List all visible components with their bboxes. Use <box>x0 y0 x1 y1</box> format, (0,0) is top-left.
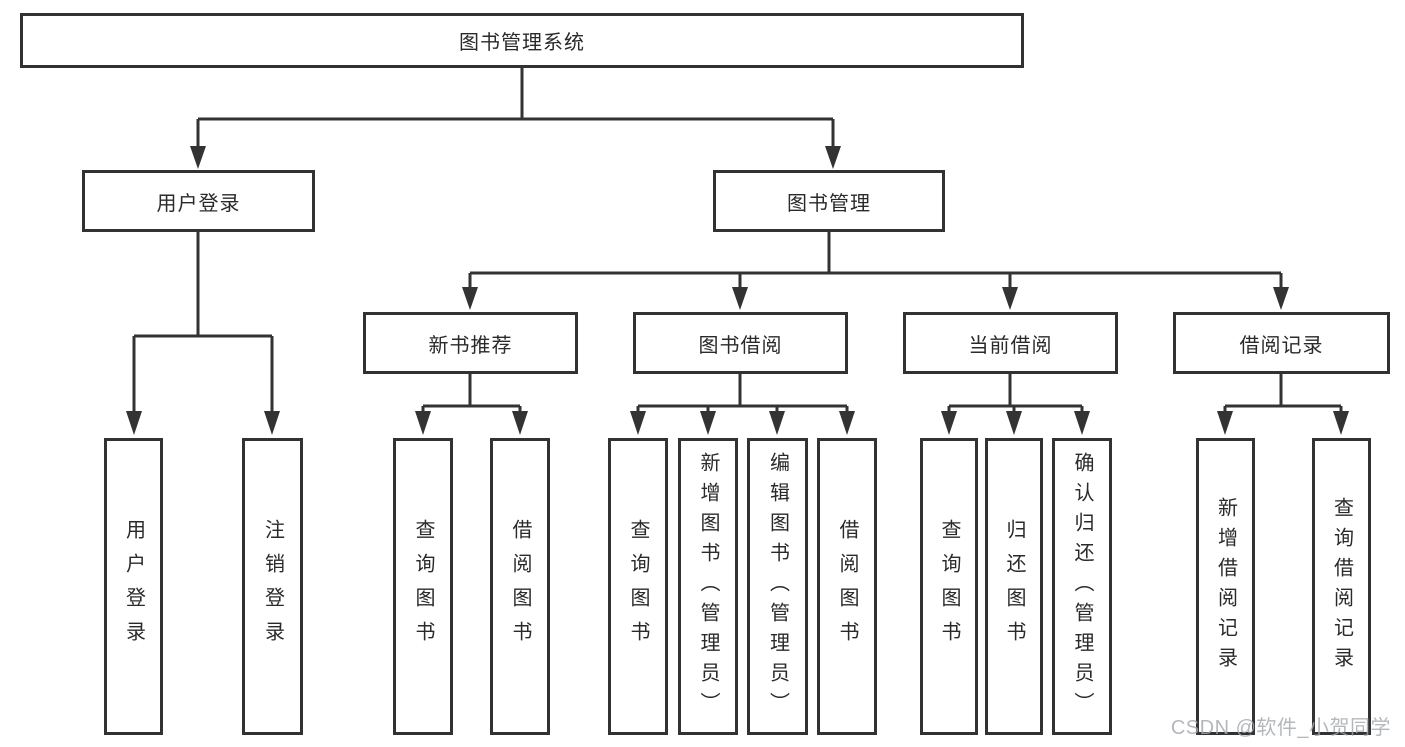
leaf-bb-borrow-books: 借阅图书 <box>817 438 877 735</box>
leaf-nbr-borrow-books-label: 借阅图书 <box>509 518 531 655</box>
node-borrow-records-label: 借阅记录 <box>1239 334 1324 357</box>
node-current-borrow: 当前借阅 <box>903 312 1118 374</box>
leaf-nbr-query-books: 查询图书 <box>393 438 453 735</box>
leaf-cb-return-books-label: 归还图书 <box>1003 518 1025 655</box>
leaf-bb-edit-books-admin: 编辑图书（管理员） <box>747 438 808 735</box>
leaf-bb-add-books-admin-label: 新增图书（管理员） <box>697 451 719 722</box>
leaf-logout-label: 注销登录 <box>261 518 284 655</box>
leaf-br-query-record: 查询借阅记录 <box>1312 438 1371 735</box>
node-book-management-label: 图书管理 <box>787 192 871 215</box>
leaf-cb-query-books-label: 查询图书 <box>938 518 960 655</box>
leaf-logout: 注销登录 <box>242 438 303 735</box>
node-book-management: 图书管理 <box>713 170 945 232</box>
leaf-cb-query-books: 查询图书 <box>920 438 978 735</box>
node-user-login: 用户登录 <box>82 170 315 232</box>
leaf-user-login-label: 用户登录 <box>122 518 145 655</box>
node-book-borrow: 图书借阅 <box>633 312 848 374</box>
leaf-nbr-query-books-label: 查询图书 <box>412 518 434 655</box>
leaf-bb-borrow-books-label: 借阅图书 <box>836 518 858 655</box>
leaf-bb-add-books-admin: 新增图书（管理员） <box>678 438 738 735</box>
leaf-bb-query-books-label: 查询图书 <box>627 518 649 655</box>
node-new-book-recommend-label: 新书推荐 <box>428 334 513 357</box>
leaf-cb-confirm-return-admin: 确认归还（管理员） <box>1052 438 1112 735</box>
node-new-book-recommend: 新书推荐 <box>363 312 578 374</box>
leaf-br-add-record-label: 新增借阅记录 <box>1214 496 1237 677</box>
node-root-label: 图书管理系统 <box>459 32 585 54</box>
node-book-borrow-label: 图书借阅 <box>698 334 783 357</box>
watermark: CSDN @软件_小贺同学 <box>1170 717 1391 739</box>
leaf-cb-return-books: 归还图书 <box>985 438 1043 735</box>
leaf-bb-query-books: 查询图书 <box>608 438 668 735</box>
node-root: 图书管理系统 <box>20 13 1024 68</box>
leaf-cb-confirm-return-admin-label: 确认归还（管理员） <box>1071 451 1093 722</box>
node-current-borrow-label: 当前借阅 <box>968 334 1053 357</box>
leaf-nbr-borrow-books: 借阅图书 <box>490 438 550 735</box>
leaf-user-login: 用户登录 <box>104 438 163 735</box>
node-user-login-label: 用户登录 <box>156 192 241 215</box>
node-borrow-records: 借阅记录 <box>1173 312 1390 374</box>
leaf-br-query-record-label: 查询借阅记录 <box>1330 496 1353 677</box>
leaf-bb-edit-books-admin-label: 编辑图书（管理员） <box>766 451 789 722</box>
leaf-br-add-record: 新增借阅记录 <box>1196 438 1255 735</box>
